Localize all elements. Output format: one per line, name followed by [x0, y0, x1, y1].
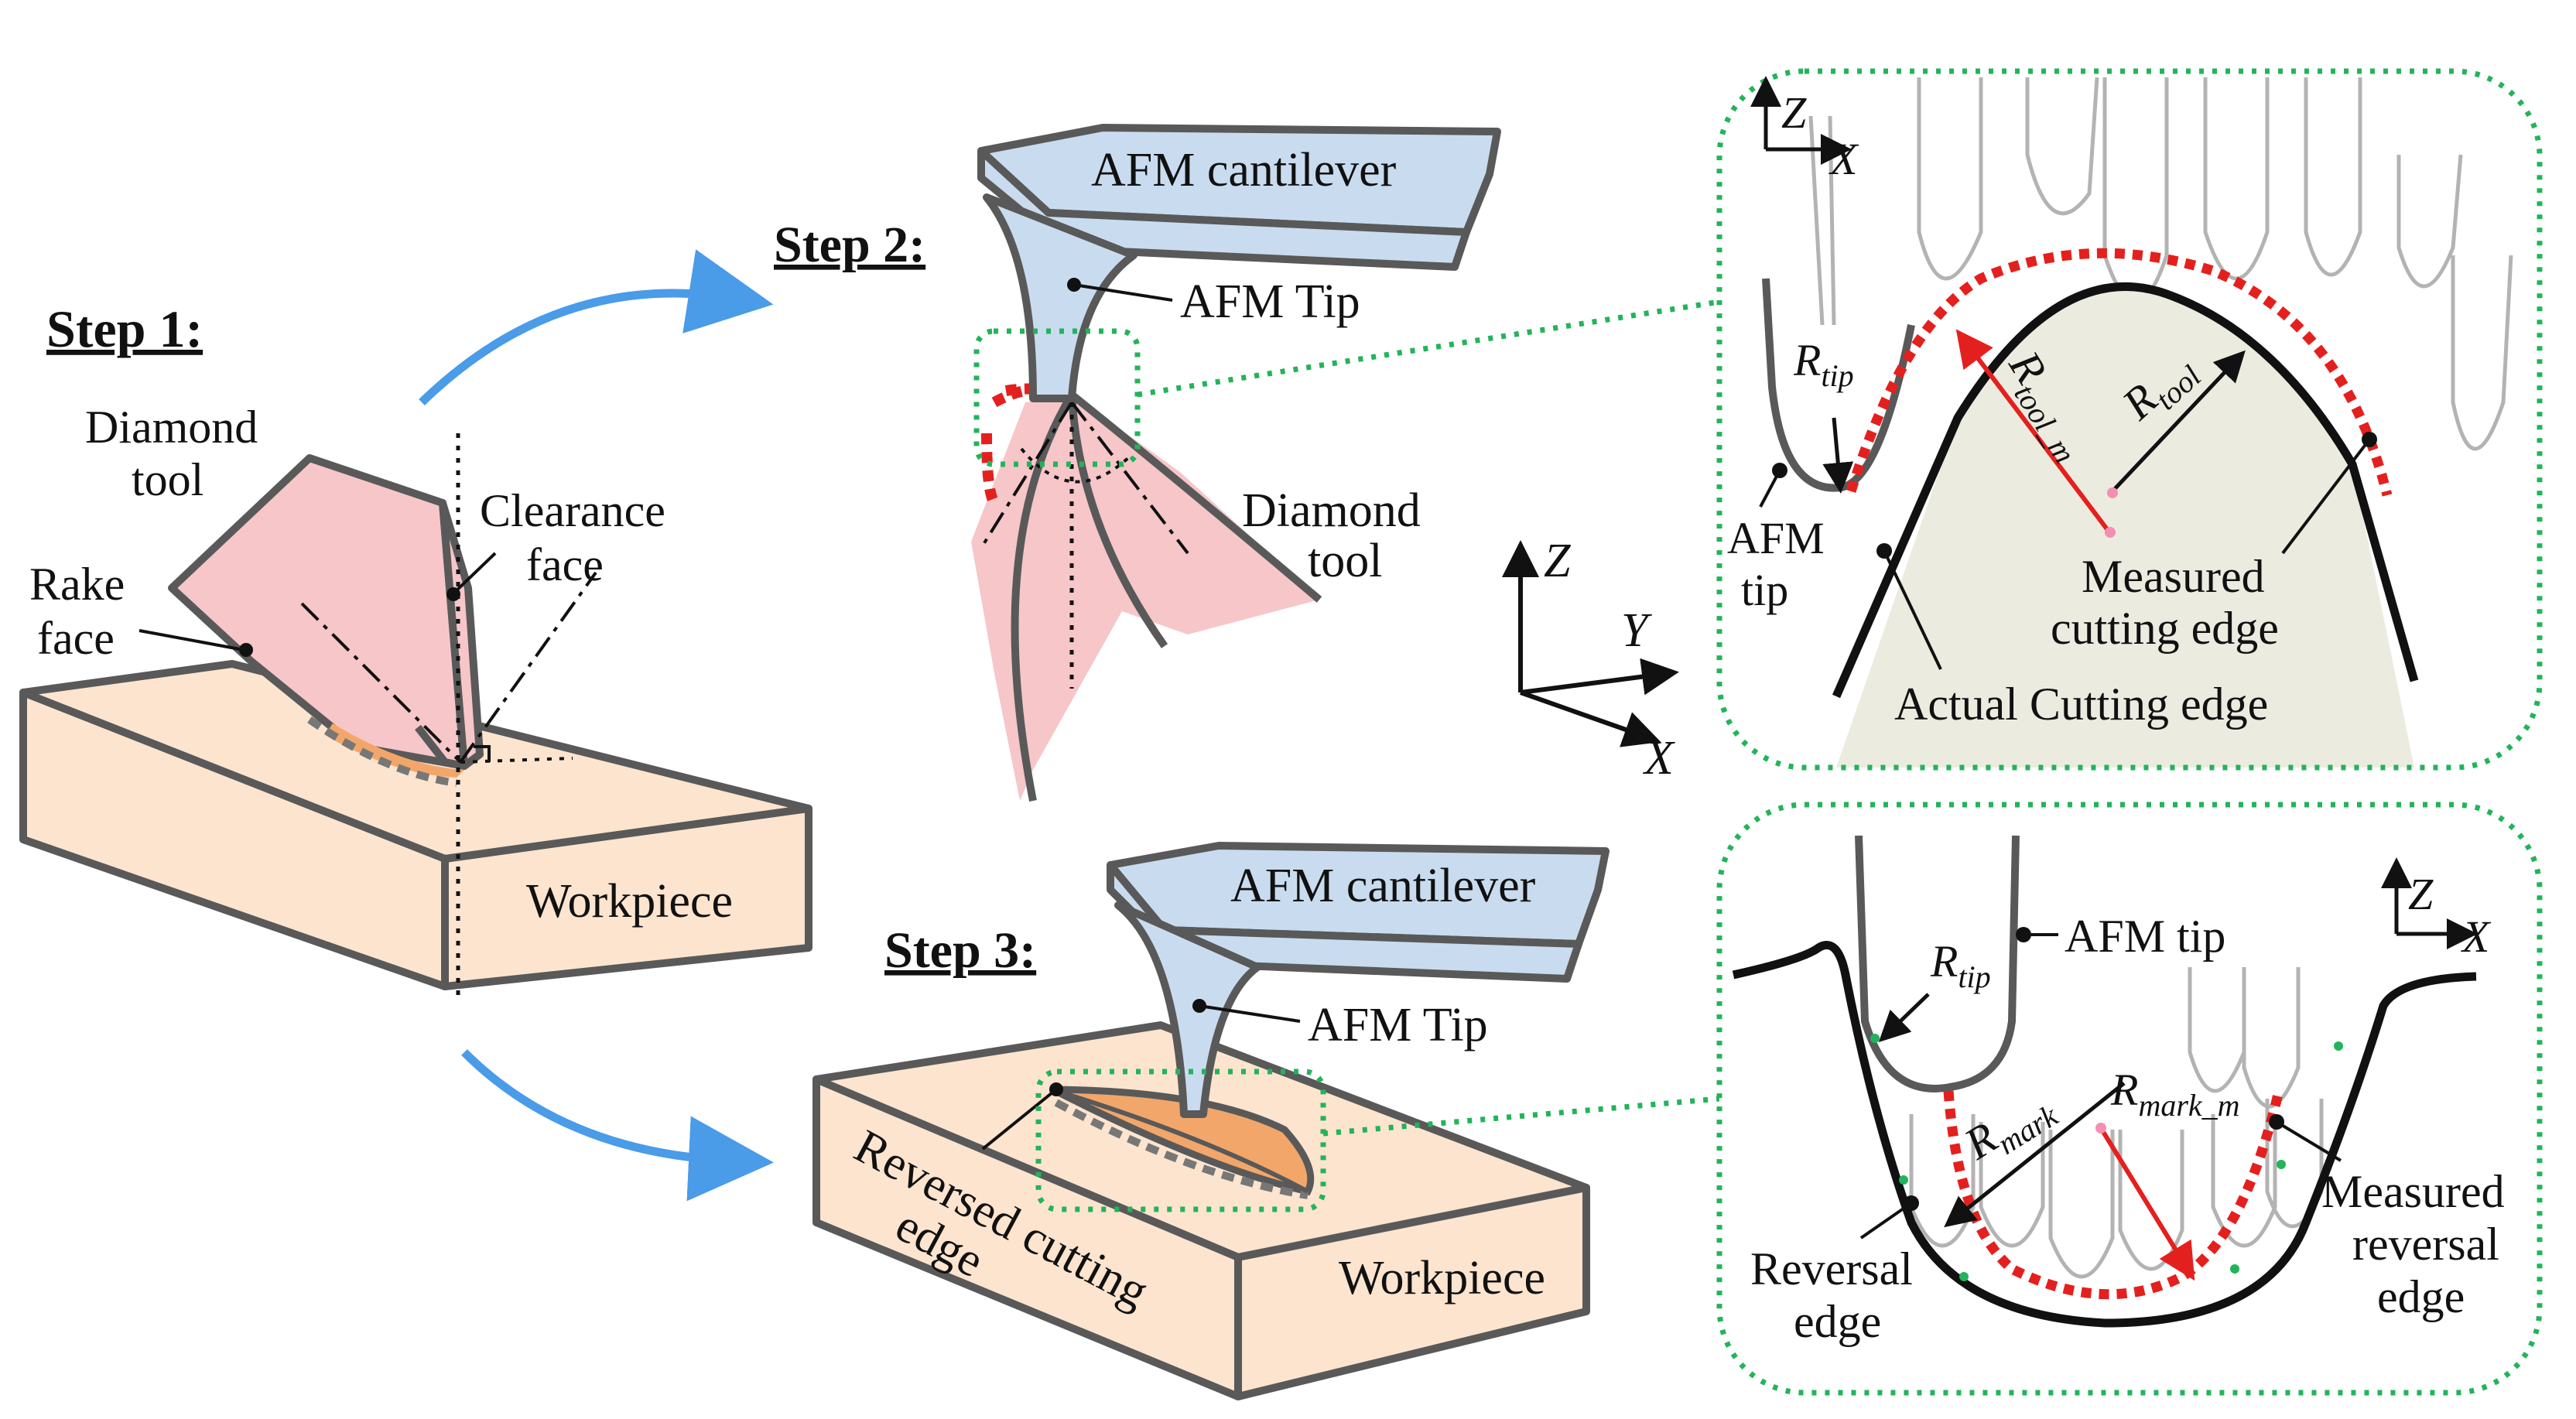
- reversal-edge-line: [1732, 941, 2477, 1328]
- panel-cutting-edge: Z X Rtip Rtool_m Rtool AFM tip Measured …: [1716, 68, 2543, 771]
- zoom-box-step3: [1035, 1069, 1326, 1212]
- rake-face-dot: [239, 643, 253, 657]
- arrow-to-step3: [461, 1049, 774, 1202]
- zoom-box-step2: [973, 328, 1141, 467]
- actual-cutting-edge-line: [1832, 282, 2419, 699]
- bottom-axis-z: Z: [2408, 869, 2434, 919]
- diamond-tool-label-1: Diamond tool: [85, 402, 269, 505]
- center-axis-y: Y: [1621, 604, 1652, 657]
- clearance-face-label: Clearance face: [480, 485, 677, 590]
- cantilever-label-3: AFM cantilever: [1230, 860, 1536, 912]
- bottom-measured-reversal-label: Measured reversal edge: [2321, 1166, 2516, 1322]
- panel-reversal-edge: Z X Rtip AFM tip Rmark Rmark_m Reversal …: [1716, 802, 2543, 1396]
- afm-cantilever-step2: [977, 124, 1501, 402]
- diamond-tool-step2: [971, 383, 1322, 802]
- reversed-edge-groove: [1050, 1086, 1315, 1199]
- afm-tip-shape-bottom: [1855, 835, 2020, 1092]
- step2-group: Step 2: AFM cantilever AFM Tip Dia: [774, 124, 1720, 802]
- top-axis-x: X: [1829, 134, 1859, 184]
- step1-title: Step 1:: [46, 299, 203, 358]
- step3-title: Step 3:: [884, 922, 1036, 979]
- panel-frame-bottom: [1716, 802, 2543, 1396]
- diamond-tool-step1: [168, 433, 597, 998]
- clearance-face-dot: [446, 587, 460, 601]
- afm-tip-label-3: AFM Tip: [1308, 999, 1488, 1051]
- top-measured-edge-label: Measured cutting edge: [2051, 551, 2279, 654]
- center-axis-z: Z: [1544, 535, 1571, 587]
- top-r-tip: Rtip: [1793, 335, 1854, 393]
- bottom-afm-tip-label: AFM tip: [2065, 911, 2225, 962]
- measured-cutting-edge-line: [1846, 248, 2393, 497]
- top-axis-z: Z: [1781, 87, 1807, 138]
- afm-cantilever-step3: [1107, 842, 1610, 1118]
- bottom-r-tip: Rtip: [1930, 936, 1991, 994]
- workpiece-label-1: Workpiece: [526, 875, 733, 928]
- panel-frame-top: [1716, 68, 2543, 771]
- bottom-reversal-edge-label: Reversal edge: [1750, 1243, 1924, 1347]
- step1-group: Step 1: Diamond tool Rake face: [19, 249, 812, 1202]
- center-axes: Z Y X: [1502, 535, 1679, 785]
- diamond-tool-label-2: Diamond tool: [1242, 484, 1432, 587]
- afm-tip-label-2: AFM Tip: [1180, 275, 1360, 328]
- cantilever-label-2: AFM cantilever: [1091, 144, 1397, 197]
- arrow-to-step2: [419, 249, 774, 405]
- top-afm-tip-label: AFM tip: [1727, 513, 1835, 615]
- center-axis-x: X: [1642, 732, 1675, 785]
- tip-trace-lines-top: [1808, 77, 2513, 451]
- bottom-r-mark-m: Rmark_m: [2110, 1065, 2240, 1123]
- step3-group: Step 3: AFM cantilever AFM Tip Reversed …: [812, 842, 1720, 1400]
- bottom-axis-x: X: [2461, 911, 2492, 962]
- workpiece-label-3: Workpiece: [1339, 1252, 1545, 1304]
- tool-body-top: [1836, 286, 2414, 768]
- step2-title: Step 2:: [774, 217, 925, 273]
- top-actual-edge-label: Actual Cutting edge: [1894, 679, 2268, 730]
- zoom-line-step3: [1322, 1096, 1720, 1137]
- zoom-line-step2: [1137, 299, 1720, 398]
- rake-face-label: Rake face: [29, 559, 136, 664]
